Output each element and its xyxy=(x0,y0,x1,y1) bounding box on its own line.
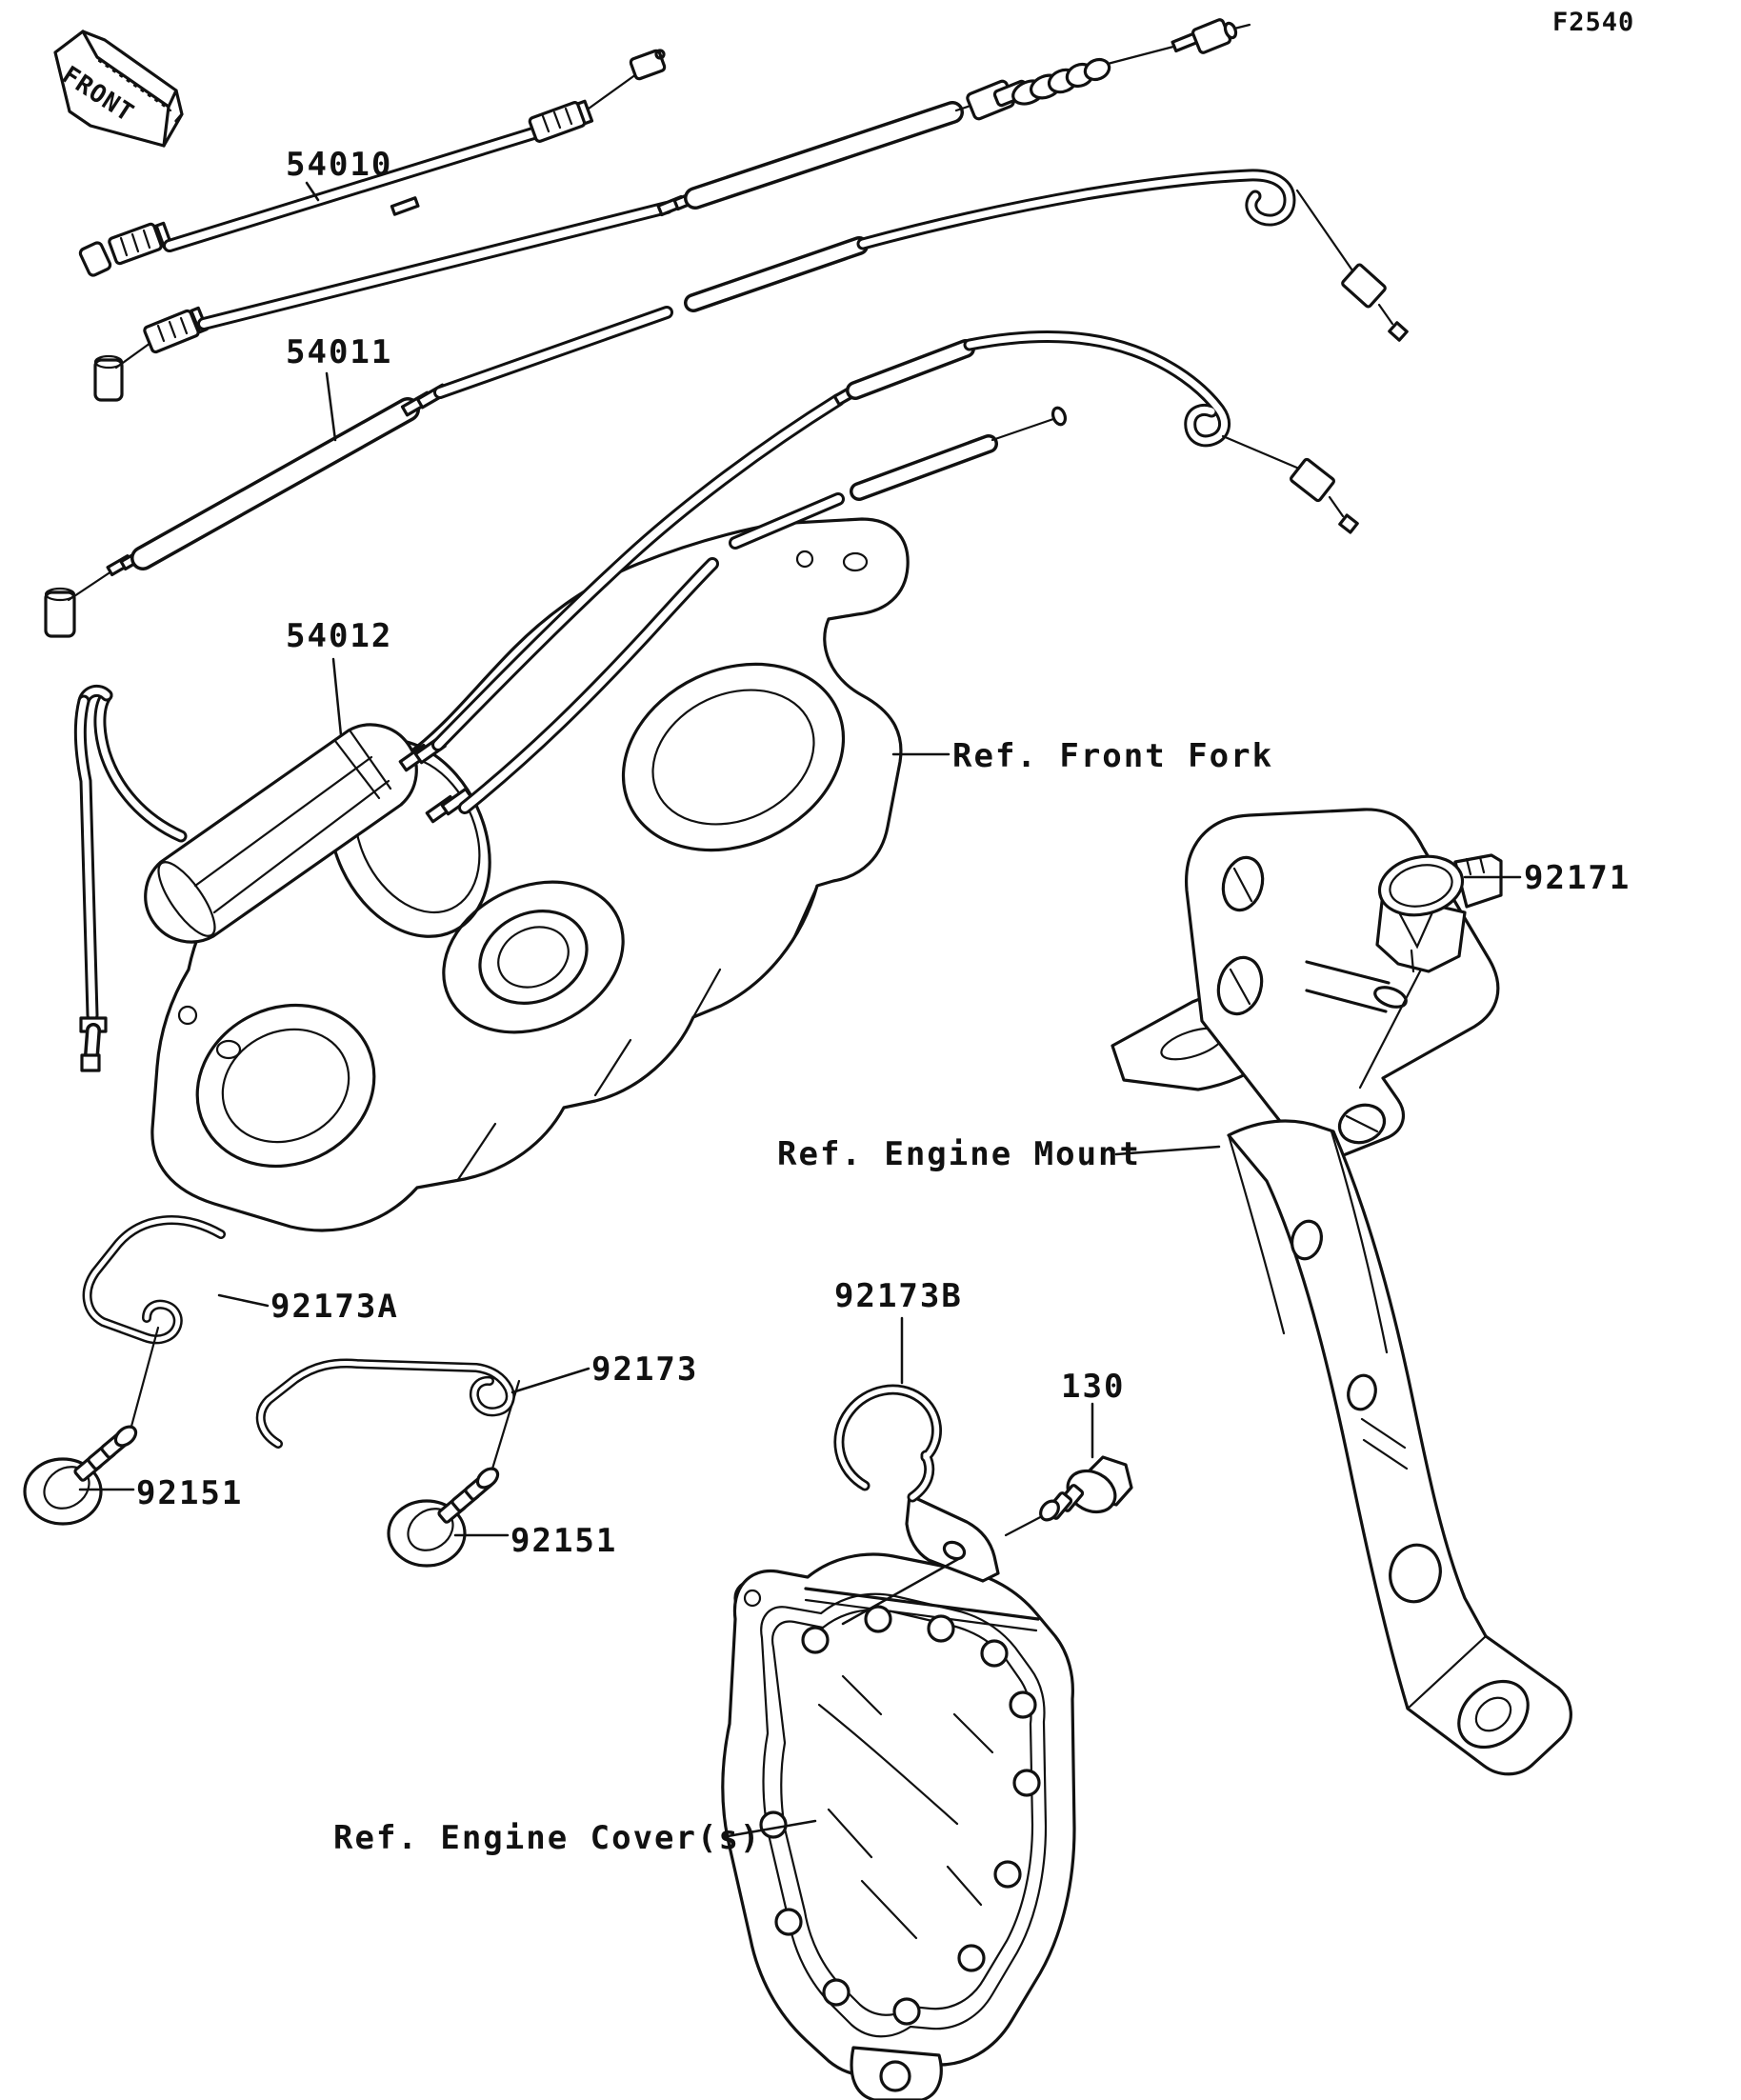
label-54012: 54012 xyxy=(286,617,393,655)
label-92151-left: 92151 xyxy=(136,1474,244,1512)
label-130: 130 xyxy=(1061,1368,1126,1406)
front-arrow-icon xyxy=(53,30,184,148)
bolt-92151-right xyxy=(387,1379,521,1568)
clamp-92171 xyxy=(1358,853,1503,1090)
engine-cover xyxy=(721,1552,1076,2100)
cable-54011 xyxy=(44,169,1409,638)
clip-92173b xyxy=(833,1384,1000,1583)
clip-92173 xyxy=(255,1358,515,1449)
label-92173: 92173 xyxy=(591,1350,699,1389)
bolt-130 xyxy=(1004,1455,1133,1537)
clip-92173a xyxy=(82,1215,226,1345)
engine-mount-bracket xyxy=(1111,808,1572,1776)
label-92171: 92171 xyxy=(1524,859,1631,897)
engine-cover-bolt-bosses xyxy=(759,1605,1041,2026)
label-92173a: 92173A xyxy=(270,1288,399,1326)
label-ref-engine-mount: Ref. Engine Mount xyxy=(777,1135,1141,1173)
bolt-92151-left xyxy=(23,1326,160,1526)
label-92151-right: 92151 xyxy=(510,1522,618,1560)
cable-54010 xyxy=(78,49,667,277)
cable-54010-adjuster-boot xyxy=(93,18,1251,402)
cable-54012-junction-assembly xyxy=(73,330,1359,1072)
label-ref-engine-cover: Ref. Engine Cover(s) xyxy=(333,1819,762,1857)
label-54010: 54010 xyxy=(286,146,393,184)
figure-code: F2540 xyxy=(1552,8,1635,37)
leader-lines xyxy=(78,181,1522,1838)
front-fork-triple-clamp xyxy=(150,517,910,1232)
label-54011: 54011 xyxy=(286,333,393,371)
label-92173b: 92173B xyxy=(834,1277,963,1315)
label-ref-front-fork: Ref. Front Fork xyxy=(952,737,1274,775)
